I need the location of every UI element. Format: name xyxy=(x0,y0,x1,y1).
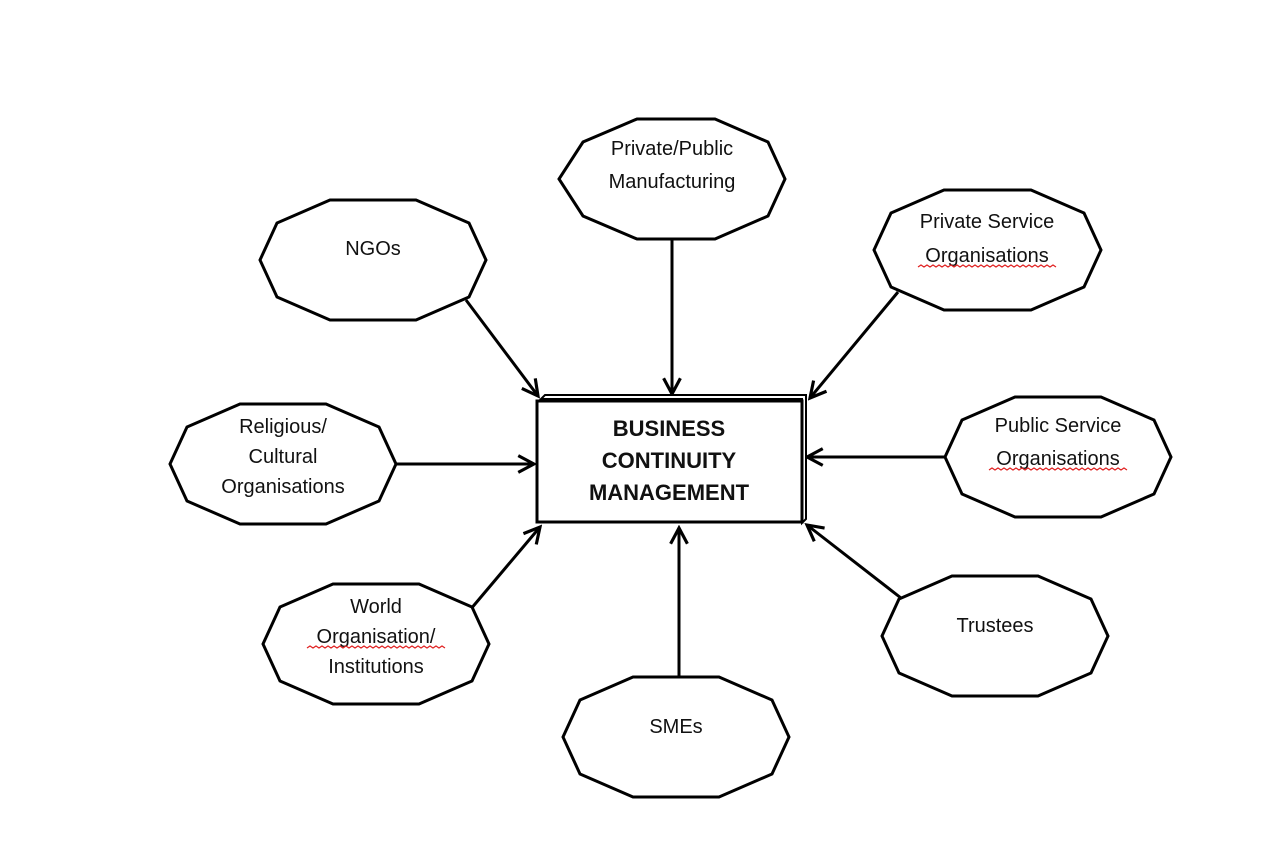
decagon-shape xyxy=(880,574,1110,698)
node-trustees: Trustees xyxy=(880,574,1110,698)
node-religious-cultural-organisations: Religious/ Cultural Organisations xyxy=(168,402,398,526)
center-box-depth xyxy=(538,394,807,526)
node-label-line: Organisations xyxy=(221,476,344,498)
center-label-line-2: CONTINUITY xyxy=(602,448,737,473)
edge-trustees xyxy=(807,525,902,600)
node-label-line: Private/Public xyxy=(611,138,733,160)
center-box-face xyxy=(535,399,804,524)
decagon-shape xyxy=(261,582,491,706)
node-label-line: Private Service xyxy=(920,211,1055,233)
decagon-shape xyxy=(557,117,787,241)
node-label-line: NGOs xyxy=(345,238,401,260)
node-label-line: Cultural xyxy=(249,446,318,468)
node-label-line: World xyxy=(350,596,402,618)
decagon-shape xyxy=(872,188,1103,312)
node-label-line: Organisations xyxy=(996,448,1119,470)
node-label-line: Organisations xyxy=(925,245,1048,267)
node-label-line: Manufacturing xyxy=(609,171,736,193)
spellcheck-underline xyxy=(306,645,446,649)
node-public-service-organisations: Public Service Organisations xyxy=(943,395,1173,519)
spellcheck-underline xyxy=(988,467,1128,471)
spellcheck-underline xyxy=(917,264,1057,268)
node-ngos: NGOs xyxy=(258,198,488,322)
node-label-line: Public Service xyxy=(995,415,1122,437)
node-private-service-organisations: Private Service Organisations xyxy=(872,188,1103,312)
center-label-line-1: BUSINESS xyxy=(613,416,725,441)
node-smes: SMEs xyxy=(561,675,791,799)
node-private-public-manufacturing: Private/Public Manufacturing xyxy=(557,117,787,241)
edge-world xyxy=(468,527,540,611)
decagon-shape xyxy=(943,395,1173,519)
node-label-line: Trustees xyxy=(956,615,1033,637)
edge-private-service xyxy=(810,291,900,398)
center-box: BUSINESS CONTINUITY MANAGEMENT xyxy=(535,394,807,526)
decagon-shape xyxy=(561,675,791,799)
edges xyxy=(396,240,944,678)
decagon-shape xyxy=(258,198,488,322)
node-label-line: Organisation/ xyxy=(317,626,436,648)
center-label-line-3: MANAGEMENT xyxy=(589,480,750,505)
node-label-line: Institutions xyxy=(328,656,424,678)
node-world-organisation-institutions: World Organisation/ Institutions xyxy=(261,582,491,706)
decagon-shape xyxy=(168,402,398,526)
node-label-line: Religious/ xyxy=(239,416,327,438)
edge-ngos xyxy=(464,299,538,396)
node-label-line: SMEs xyxy=(649,716,702,738)
